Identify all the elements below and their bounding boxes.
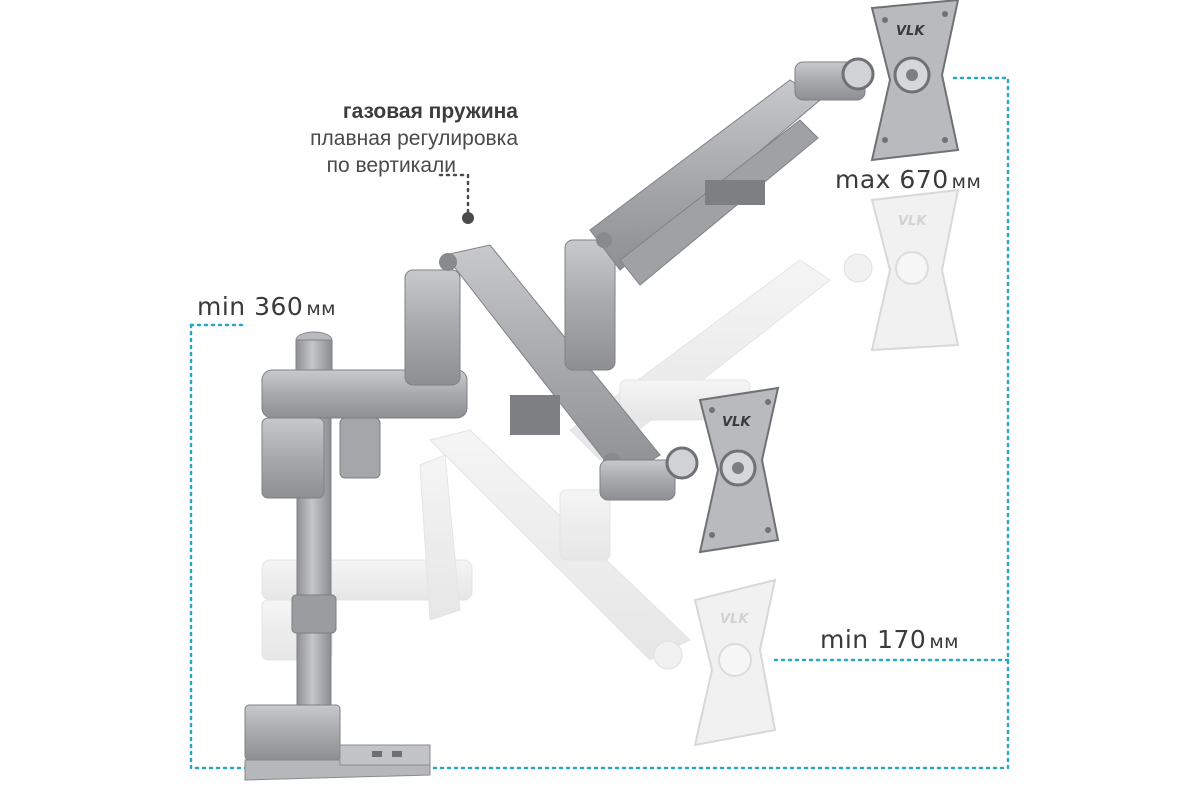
callout-pointer bbox=[438, 173, 474, 224]
callout-title: газовая пружина bbox=[342, 100, 518, 123]
lower-gas-spring-arm bbox=[439, 244, 699, 501]
callout-line-2: по вертикали bbox=[326, 154, 456, 177]
ghost-vesa-plate-upper bbox=[870, 188, 960, 352]
callout-line-1: плавная регулировка bbox=[310, 127, 518, 150]
vlk-logo-ghost-lower: VLK bbox=[720, 612, 749, 627]
main-boom bbox=[261, 269, 468, 499]
vlk-logo-upper: VLK bbox=[896, 24, 925, 39]
vlk-logo-ghost-upper: VLK bbox=[898, 214, 927, 229]
upper-gas-spring-arm bbox=[564, 57, 875, 371]
ghost-vesa-plate-lower bbox=[693, 578, 777, 747]
vesa-plate-upper bbox=[870, 0, 960, 162]
dimension-lines bbox=[189, 76, 1010, 770]
min-height-dimension-line bbox=[189, 76, 1010, 770]
gas-spring-callout: газовая пружина плавная регулировка по в… bbox=[310, 98, 518, 179]
vlk-logo-lower: VLK bbox=[722, 415, 751, 430]
desk-clamp bbox=[244, 704, 431, 781]
vesa-plate-lower bbox=[698, 386, 780, 554]
